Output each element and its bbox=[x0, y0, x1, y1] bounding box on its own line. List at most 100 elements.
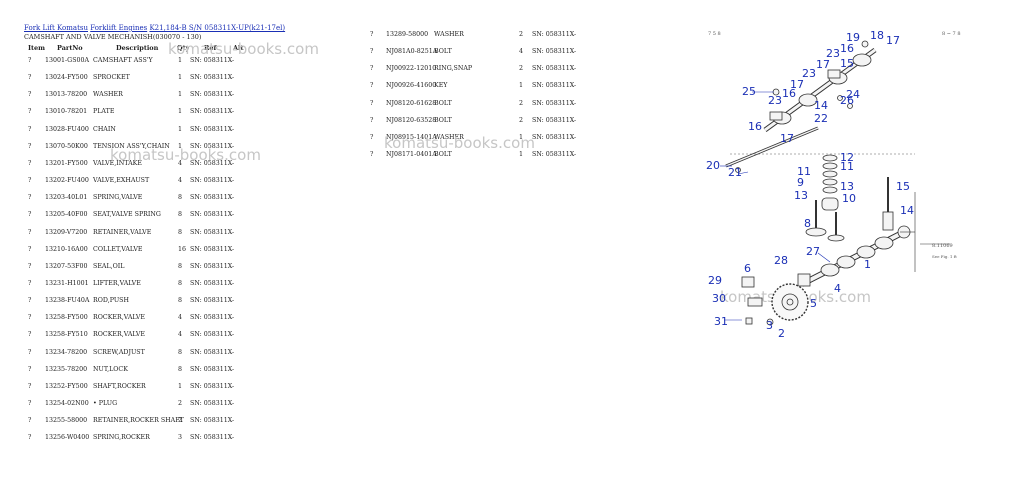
cell-item: ? bbox=[370, 151, 374, 159]
valve-spring-stack bbox=[821, 154, 839, 211]
cell-item: ? bbox=[28, 142, 32, 150]
cell-item: ? bbox=[28, 125, 32, 133]
cell-description: SPRING,ROCKER bbox=[93, 434, 150, 442]
cell-description: RETAINER,VALVE bbox=[93, 228, 152, 236]
cell-ref: SN: 058311X- bbox=[190, 297, 235, 305]
callout-24: 24 bbox=[846, 88, 860, 101]
cell-item: ? bbox=[370, 48, 374, 56]
cell-partno: NJ08915-1401A bbox=[386, 133, 437, 141]
push-rod bbox=[725, 126, 819, 173]
breadcrumb-link-forklift-komatsu[interactable]: Fork Lift Komatsu bbox=[24, 24, 88, 32]
cell-ref: SN: 058311X- bbox=[532, 31, 577, 38]
cell-description: WASHER bbox=[434, 31, 464, 38]
cell-item: ? bbox=[28, 314, 32, 322]
cell-qty: 8 bbox=[178, 297, 183, 305]
cell-description: KEY bbox=[434, 82, 448, 90]
callout-13: 13 bbox=[794, 189, 808, 202]
camshaft-sprocket bbox=[741, 276, 809, 326]
cell-ref: SN: 058311X- bbox=[190, 228, 235, 236]
cell-qty: 16 bbox=[178, 245, 187, 253]
cell-ref: SN: 058311X- bbox=[532, 82, 577, 90]
cell-description: CHAIN bbox=[93, 125, 116, 133]
cell-description: ROD,PUSH bbox=[93, 297, 129, 305]
cell-ref: SN: 058311X- bbox=[190, 348, 235, 356]
callout-17: 17 bbox=[780, 132, 794, 145]
callout-23: 23 bbox=[768, 94, 782, 107]
cell-description: SPROCKET bbox=[93, 74, 130, 82]
cell-description: BOLT bbox=[434, 99, 452, 107]
cell-ref: SN: 058311X- bbox=[190, 331, 235, 339]
cell-partno: 13235-78200 bbox=[45, 365, 88, 373]
cell-qty: 4 bbox=[178, 331, 183, 339]
callout-17: 17 bbox=[790, 78, 804, 91]
callout-15: 15 bbox=[896, 180, 910, 193]
cell-description: SHAFT,ROCKER bbox=[93, 382, 146, 390]
callout-26: 26 bbox=[840, 94, 854, 107]
callout-5: 5 bbox=[810, 297, 817, 310]
cell-qty: 1 bbox=[519, 133, 524, 141]
callout-16: 16 bbox=[748, 120, 762, 133]
callout-16: 16 bbox=[840, 42, 854, 55]
cell-qty: 2 bbox=[178, 417, 183, 425]
cell-partno: 13254-02N00 bbox=[45, 400, 89, 407]
cell-partno: 13210-16A00 bbox=[45, 245, 88, 253]
cell-partno: NJ08120-61628 bbox=[386, 99, 437, 107]
cell-partno: 13010-78201 bbox=[45, 108, 88, 116]
cell-qty: 8 bbox=[178, 365, 183, 373]
cell-partno: 13205-40F00 bbox=[45, 211, 88, 219]
cell-item: ? bbox=[28, 245, 32, 253]
callout-11: 11 bbox=[840, 160, 854, 173]
cell-description: SPRING,VALVE bbox=[93, 194, 143, 202]
cell-partno: 13209-V7200 bbox=[45, 228, 88, 236]
cell-ref: SN: 058311X- bbox=[190, 108, 235, 116]
header-ref: Ref bbox=[204, 44, 217, 52]
callout-31: 31 bbox=[714, 315, 728, 328]
cell-item: ? bbox=[28, 297, 32, 305]
diagram-leader-lines bbox=[720, 91, 831, 321]
cell-qty: 1 bbox=[519, 82, 524, 90]
cell-item: ? bbox=[28, 262, 32, 270]
callout-27: 27 bbox=[806, 245, 820, 258]
cell-partno: NJ081A0-8251A bbox=[386, 48, 438, 56]
cell-qty: 2 bbox=[519, 31, 524, 38]
exploded-parts-diagram: 7 5 8 8 ~ 7 8 bbox=[706, 29, 961, 340]
header-partno: PartNo bbox=[57, 44, 83, 52]
cell-item: ? bbox=[370, 82, 374, 90]
callout-9: 9 bbox=[797, 176, 804, 189]
cell-description: • PLUG bbox=[93, 400, 118, 407]
breadcrumb-link-model[interactable]: K21,184-B S/N 058311X-UP(k21-17el) bbox=[149, 24, 286, 32]
cell-ref: SN: 058311X- bbox=[190, 365, 235, 373]
cell-item: ? bbox=[370, 65, 374, 73]
cell-description: LIFTER,VALVE bbox=[93, 279, 141, 287]
cell-item: ? bbox=[28, 382, 32, 390]
cell-item: ? bbox=[28, 57, 32, 64]
breadcrumb-link-forklift-engines[interactable]: Forklift Engines bbox=[90, 24, 148, 32]
cell-description: NUT,LOCK bbox=[93, 365, 128, 373]
callout-4: 4 bbox=[834, 282, 841, 295]
cell-description: TENSION ASS'Y,CHAIN bbox=[93, 142, 170, 150]
callout-23: 23 bbox=[802, 67, 816, 80]
table-header: Item PartNo Description Qty Ref Alt bbox=[0, 44, 260, 54]
diagram-side-note-2: See Fig. 1 ft bbox=[932, 254, 957, 259]
callout-11: 11 bbox=[797, 165, 811, 178]
callout-6: 6 bbox=[744, 262, 751, 275]
cell-qty: 4 bbox=[178, 177, 183, 185]
cell-item: ? bbox=[28, 159, 32, 167]
cell-item: ? bbox=[28, 434, 32, 442]
cell-item: ? bbox=[370, 116, 374, 124]
cell-item: ? bbox=[28, 228, 32, 236]
cell-qty: 1 bbox=[178, 74, 183, 82]
valve-lifter bbox=[882, 177, 894, 231]
diagram-code-right: 8 ~ 7 8 bbox=[942, 31, 961, 37]
cell-description: CAMSHAFT ASS'Y bbox=[93, 57, 153, 64]
cell-item: ? bbox=[28, 194, 32, 202]
cell-ref: SN: 058311X- bbox=[190, 91, 235, 99]
cell-item: ? bbox=[28, 417, 32, 425]
cell-description: SEAL,OIL bbox=[93, 262, 125, 270]
callout-30: 30 bbox=[712, 292, 726, 305]
cell-qty: 2 bbox=[519, 99, 524, 107]
cell-ref: SN: 058311X- bbox=[190, 57, 235, 64]
cell-item: ? bbox=[370, 133, 374, 141]
cell-description: VALVE,EXHAUST bbox=[93, 177, 150, 185]
callout-1: 1 bbox=[864, 258, 871, 271]
